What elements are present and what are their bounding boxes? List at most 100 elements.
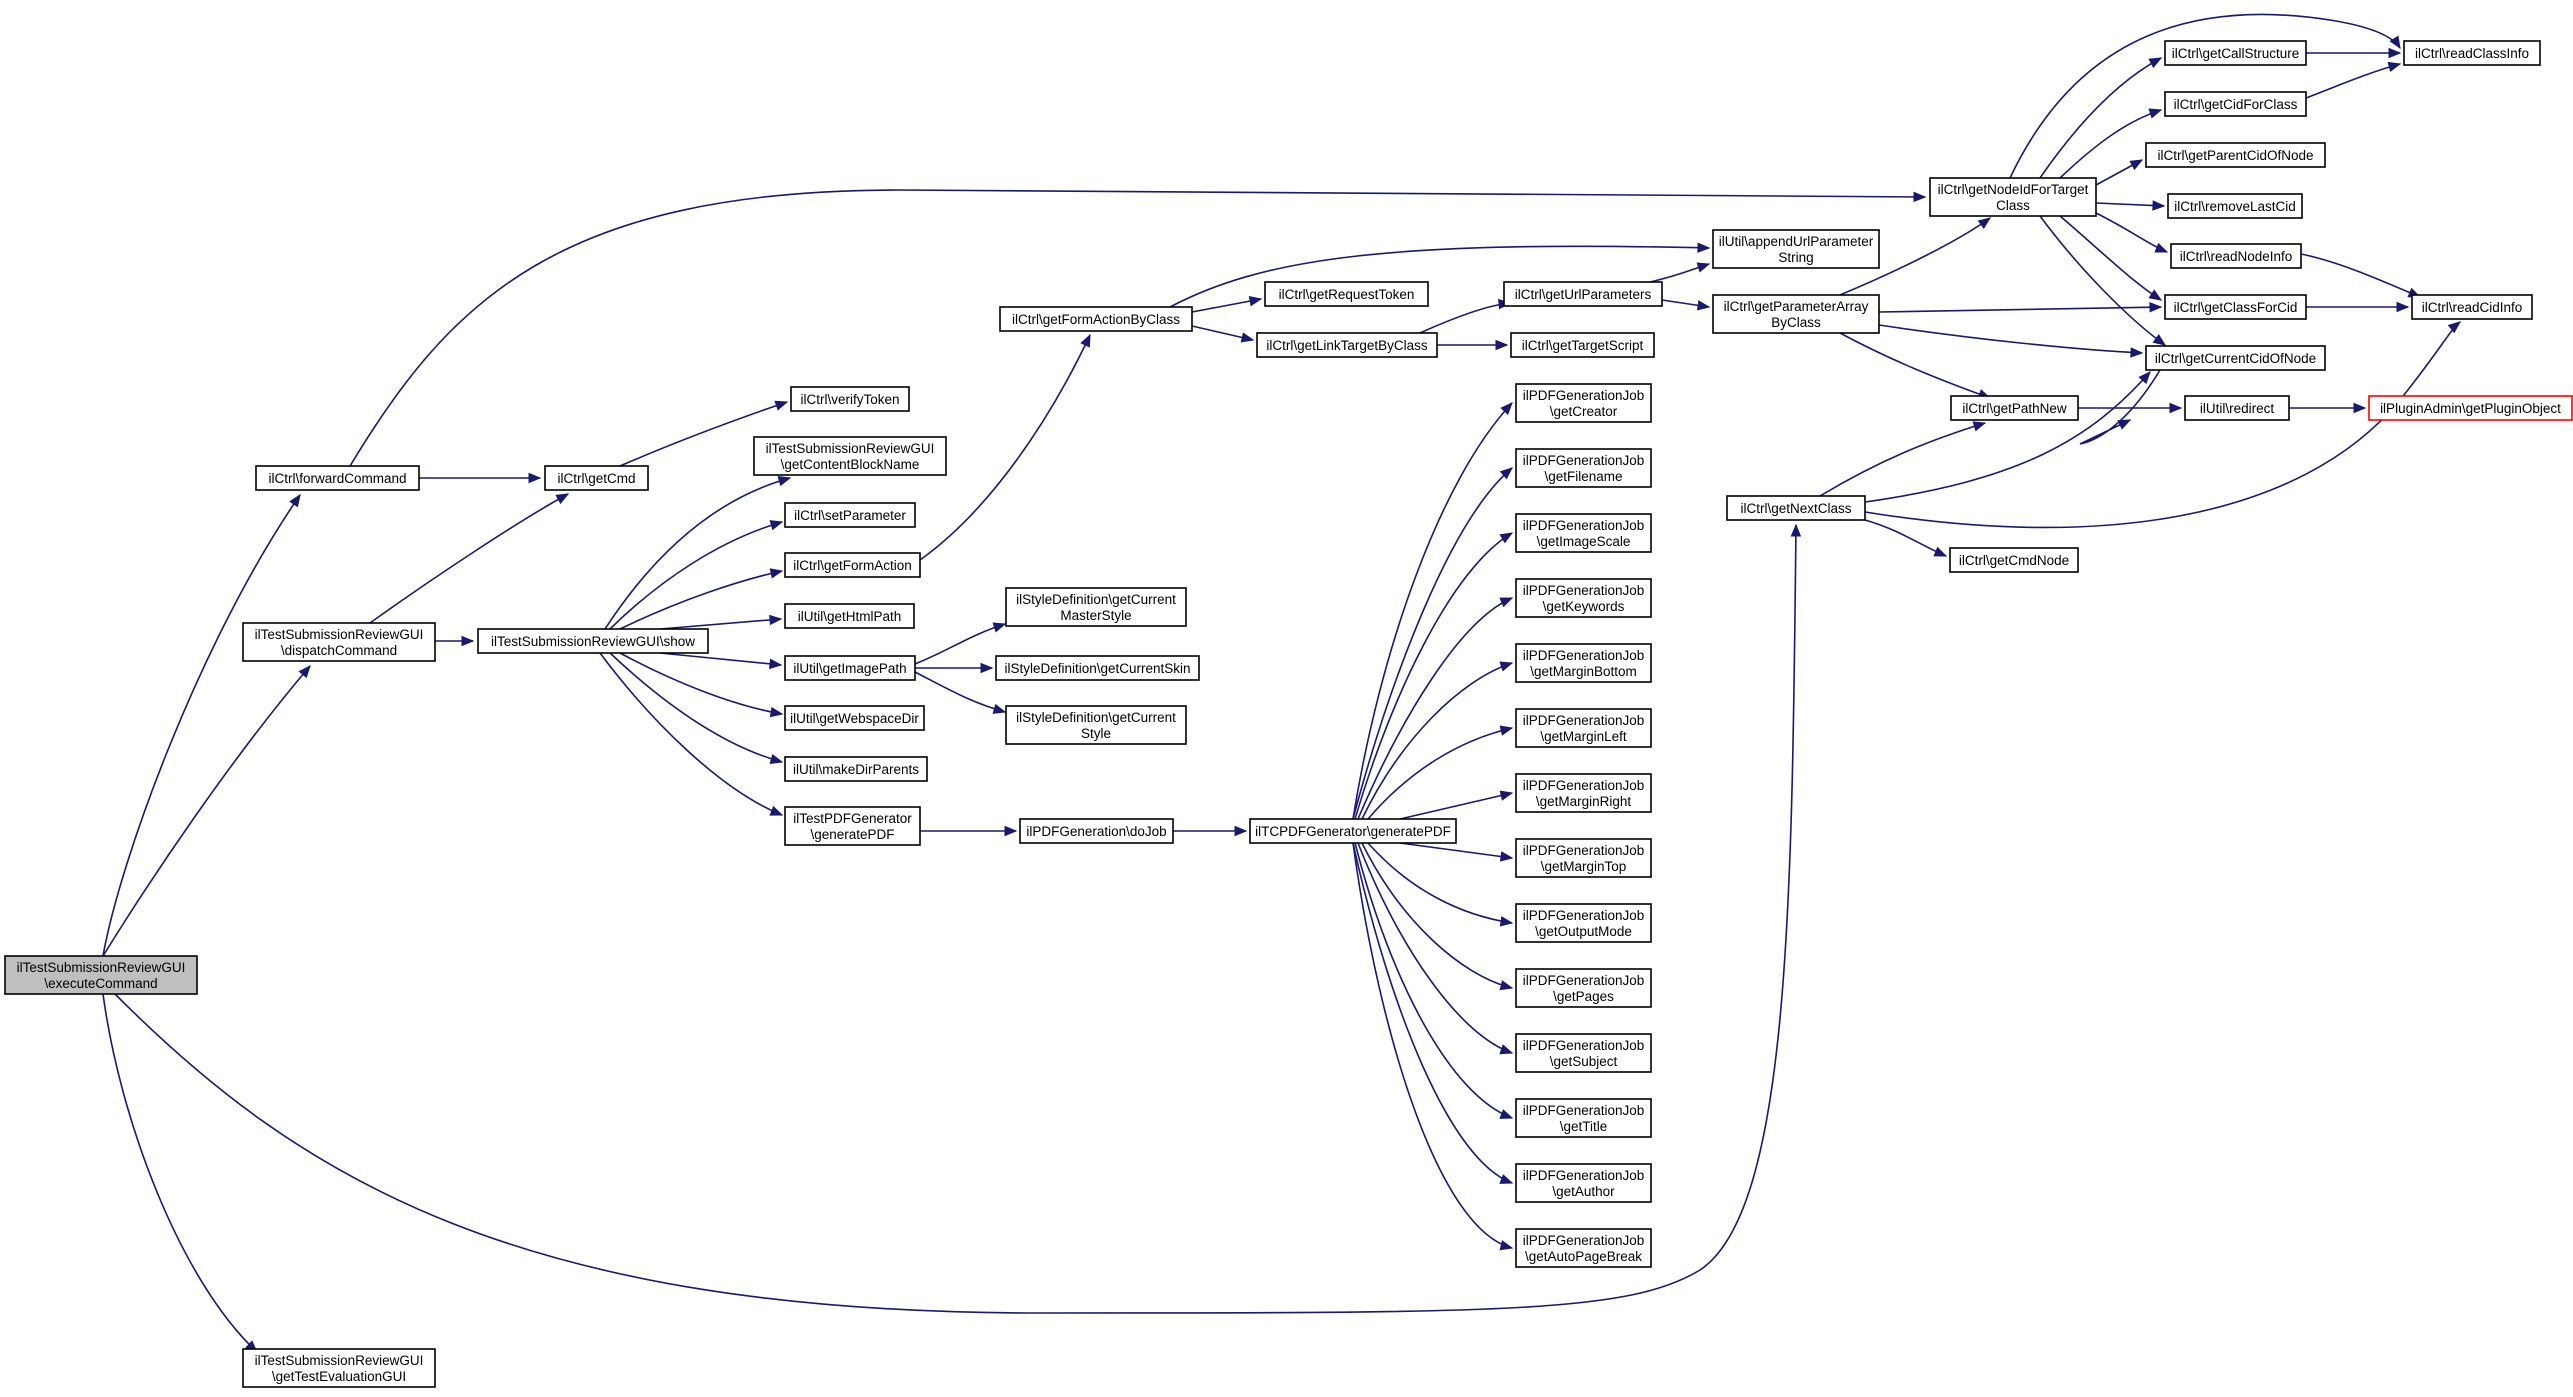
node-filename[interactable]: ilPDFGenerationJob\getFilename <box>1515 448 1652 488</box>
edge-line <box>2039 57 2162 179</box>
edge-fwd-to-nodeid <box>349 189 1927 467</box>
node-label-line: ilCtrl\getCmdNode <box>1959 553 2069 568</box>
node-cidforclass[interactable]: ilCtrl\getCidForClass <box>2164 91 2307 117</box>
node-show[interactable]: ilTestSubmissionReviewGUI\show <box>477 628 709 654</box>
edge-nodeid-to-removelast <box>2095 200 2166 211</box>
edge-line <box>102 665 311 957</box>
node-pages[interactable]: ilPDFGenerationJob\getPages <box>1515 968 1652 1008</box>
node-mbottom[interactable]: ilPDFGenerationJob\getMarginBottom <box>1515 643 1652 683</box>
edge-arrowhead <box>1696 262 1711 273</box>
edge-line <box>1352 402 1513 820</box>
node-targetscript[interactable]: ilCtrl\getTargetScript <box>1510 332 1655 358</box>
node-reqtoken[interactable]: ilCtrl\getRequestToken <box>1264 281 1429 307</box>
edge-line <box>2079 369 2161 445</box>
node-verify[interactable]: ilCtrl\verifyToken <box>790 386 910 412</box>
node-imagepath[interactable]: ilUtil\getImagePath <box>784 655 916 681</box>
edge-arrowhead <box>1499 532 1514 544</box>
node-label-line: ilCtrl\getFormActionByClass <box>1012 312 1180 327</box>
node-label-line: \getAuthor <box>1552 1184 1615 1199</box>
node-mright[interactable]: ilPDFGenerationJob\getMarginRight <box>1515 773 1652 813</box>
edge-arrowhead <box>1499 851 1514 862</box>
edge-arrowhead <box>1972 421 1987 432</box>
node-readcid[interactable]: ilCtrl\readCidInfo <box>2411 294 2533 320</box>
node-geteval[interactable]: ilTestSubmissionReviewGUI\getTestEvaluat… <box>242 1348 436 1388</box>
edge-nodeid-to-curcid <box>2039 215 2167 346</box>
edge-arrowhead <box>298 664 311 679</box>
node-subject[interactable]: ilPDFGenerationJob\getSubject <box>1515 1033 1652 1073</box>
node-mleft[interactable]: ilPDFGenerationJob\getMarginLeft <box>1515 708 1652 748</box>
node-callstruct[interactable]: ilCtrl\getCallStructure <box>2164 40 2307 66</box>
node-box <box>2145 142 2326 168</box>
edge-line <box>1352 842 1513 1184</box>
node-outmode[interactable]: ilPDFGenerationJob\getOutputMode <box>1515 903 1652 943</box>
node-label-line: ilCtrl\verifyToken <box>800 392 899 407</box>
edge-tcpdf-to-title <box>1354 842 1514 1119</box>
node-urlparams[interactable]: ilCtrl\getUrlParameters <box>1503 281 1663 307</box>
node-box <box>2170 243 2302 269</box>
edge-readnode-to-readcid <box>2300 253 2422 298</box>
edge-getcmd-to-verify <box>619 400 789 467</box>
node-classforcid[interactable]: ilCtrl\getClassForCid <box>2164 294 2307 320</box>
edge-line <box>659 652 782 666</box>
node-content[interactable]: ilTestSubmissionReviewGUI\getContentBloc… <box>753 436 947 476</box>
edge-classforcid-to-readcid <box>2306 301 2410 313</box>
edge-line <box>1864 519 1947 557</box>
node-title[interactable]: ilPDFGenerationJob\getTitle <box>1515 1098 1652 1138</box>
edge-arrowhead <box>1234 825 1248 837</box>
node-webspace[interactable]: ilUtil\getWebspaceDir <box>784 705 925 731</box>
node-tcpdf[interactable]: ilTCPDFGenerator\generatePDF <box>1249 818 1457 844</box>
node-curskin[interactable]: ilStyleDefinition\getCurrentSkin <box>995 655 1200 681</box>
node-creator[interactable]: ilPDFGenerationJob\getCreator <box>1515 383 1652 423</box>
node-curcid[interactable]: ilCtrl\getCurrentCidOfNode <box>2145 345 2326 371</box>
node-plugin[interactable]: ilPluginAdmin\getPluginObject <box>2368 395 2573 421</box>
node-label-line: ilUtil\getWebspaceDir <box>790 711 919 726</box>
node-label-line: ilCtrl\getTargetScript <box>1522 338 1644 353</box>
edge-tcpdf-to-mbottom <box>1361 661 1514 820</box>
node-box <box>1515 448 1652 488</box>
node-formbyclass[interactable]: ilCtrl\getFormActionByClass <box>999 306 1193 332</box>
node-imagescale[interactable]: ilPDFGenerationJob\getImageScale <box>1515 513 1652 553</box>
node-author[interactable]: ilPDFGenerationJob\getAuthor <box>1515 1163 1652 1203</box>
node-parentcid[interactable]: ilCtrl\getParentCidOfNode <box>2145 142 2326 168</box>
node-cmdnode[interactable]: ilCtrl\getCmdNode <box>1949 547 2079 573</box>
node-exec[interactable]: ilTestSubmissionReviewGUI\executeCommand <box>4 955 198 995</box>
node-box <box>1005 705 1187 745</box>
node-autopb[interactable]: ilPDFGenerationJob\getAutoPageBreak <box>1515 1228 1652 1268</box>
node-label-line: ilCtrl\getParameterArray <box>1724 299 1869 314</box>
node-label-line: \getCreator <box>1550 404 1618 419</box>
edge-pathnew-to-redirect <box>2078 402 2183 414</box>
node-keywords[interactable]: ilPDFGenerationJob\getKeywords <box>1515 578 1652 618</box>
edge-arrowhead <box>1499 790 1514 801</box>
node-fwd[interactable]: ilCtrl\forwardCommand <box>255 465 420 491</box>
edge-line <box>1354 532 1513 820</box>
node-htmlpath[interactable]: ilUtil\getHtmlPath <box>784 603 915 629</box>
edge-arrowhead <box>1240 332 1255 343</box>
node-disp[interactable]: ilTestSubmissionReviewGUI\dispatchComman… <box>242 622 436 662</box>
node-getcmd[interactable]: ilCtrl\getCmd <box>544 465 649 491</box>
node-box <box>784 705 925 731</box>
node-nextclass[interactable]: ilCtrl\getNextClass <box>1726 495 1866 521</box>
node-linktarget[interactable]: ilCtrl\getLinkTargetByClass <box>1256 332 1438 358</box>
edge-line <box>1878 324 2143 354</box>
node-setparam[interactable]: ilCtrl\setParameter <box>784 502 916 528</box>
node-testpdf[interactable]: ilTestPDFGenerator\generatePDF <box>784 806 921 846</box>
edge-arrowhead <box>2353 402 2367 414</box>
node-dojob[interactable]: ilPDFGeneration\doJob <box>1019 818 1174 844</box>
node-formaction[interactable]: ilCtrl\getFormAction <box>784 552 921 578</box>
node-mtop[interactable]: ilPDFGenerationJob\getMarginTop <box>1515 838 1652 878</box>
edge-line <box>599 652 783 816</box>
node-label-line: ilStyleDefinition\getCurrent <box>1016 592 1176 607</box>
node-redirect[interactable]: ilUtil\redirect <box>2184 395 2290 421</box>
node-removelast[interactable]: ilCtrl\removeLastCid <box>2167 193 2303 219</box>
node-readclass[interactable]: ilCtrl\readClassInfo <box>2403 40 2541 66</box>
node-readnode[interactable]: ilCtrl\readNodeInfo <box>2170 243 2302 269</box>
node-makedir[interactable]: ilUtil\makeDirParents <box>784 756 928 782</box>
edge-line <box>1839 217 1991 296</box>
node-pathnew[interactable]: ilCtrl\getPathNew <box>1950 395 2079 421</box>
node-box <box>1264 281 1429 307</box>
